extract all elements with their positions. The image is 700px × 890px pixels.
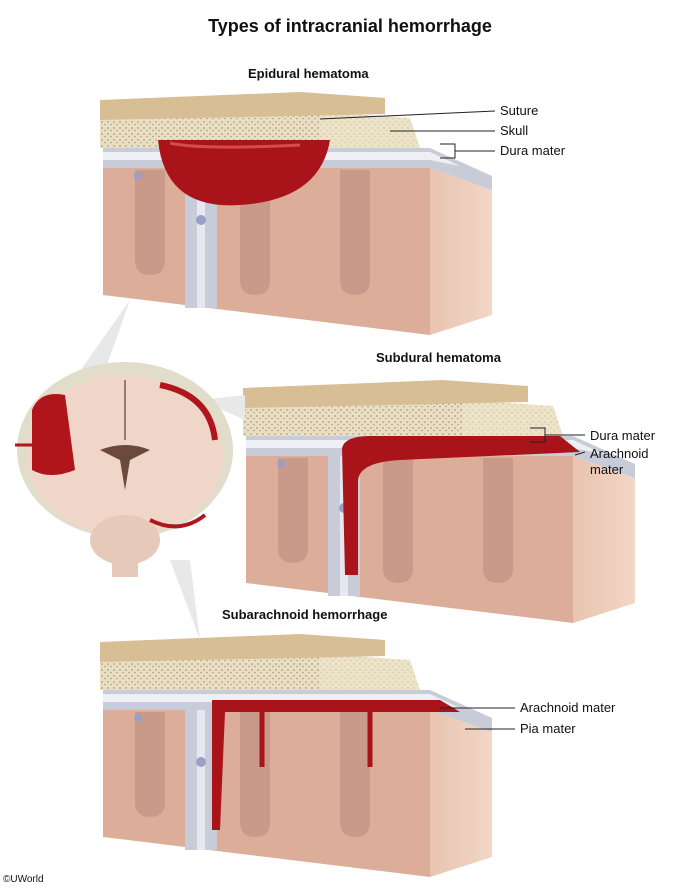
subdural-hematoma [342,436,580,575]
epidural-hematoma [158,140,330,206]
subarachnoid-heading: Subarachnoid hemorrhage [222,607,388,622]
label-dura-mater: Dura mater [500,143,566,158]
epidural-block [100,92,496,335]
label-dura-mater-2: Dura mater [590,428,656,443]
label-suture: Suture [500,103,539,118]
epidural-heading: Epidural hematoma [248,66,369,81]
coronal-brain-section [15,300,245,640]
label-arachnoid: Arachnoid [590,446,649,461]
label-mater: mater [590,462,624,477]
figure-title: Types of intracranial hemorrhage [208,16,492,36]
subarachnoid-block [100,634,515,877]
subdural-block [243,380,635,623]
label-skull: Skull [500,123,529,138]
label-pia-mater: Pia mater [520,721,576,736]
subdural-heading: Subdural hematoma [376,350,501,365]
copyright: ©UWorld [3,874,44,885]
label-arachnoid-mater: Arachnoid mater [520,700,616,715]
